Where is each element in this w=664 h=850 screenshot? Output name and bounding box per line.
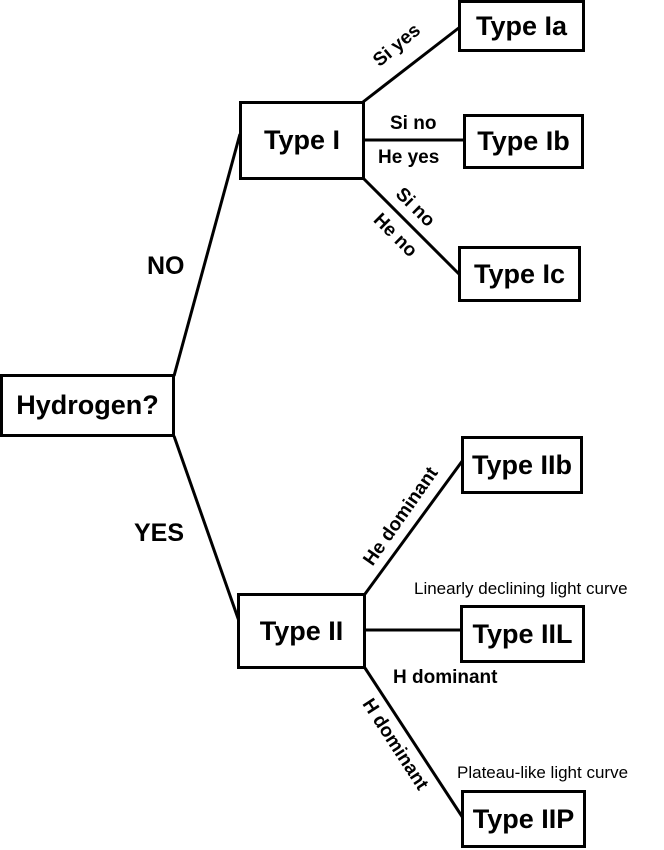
- type-i-node: Type I: [239, 101, 365, 180]
- yes-branch-label: YES: [134, 519, 185, 547]
- si-no-edge-label: Si no: [390, 113, 437, 134]
- linearly-declining-note: Linearly declining light curve: [414, 579, 628, 598]
- edge-type1-type1c: [361, 176, 462, 277]
- edge-root-type1: [172, 133, 242, 377]
- edge-type2-type2p: [363, 667, 465, 819]
- type-iib-node: Type IIb: [461, 436, 583, 494]
- he-yes-edge-label: He yes: [378, 147, 440, 168]
- edge-root-type2: [172, 435, 242, 625]
- type-ii-node: Type II: [237, 593, 366, 669]
- edge-type1-type1a: [362, 25, 461, 104]
- type-iil-node: Type IIL: [460, 605, 585, 663]
- type-ib-node: Type Ib: [463, 114, 584, 169]
- plateau-like-note: Plateau-like light curve: [457, 763, 629, 782]
- type-iip-node: Type IIP: [461, 790, 586, 848]
- edge-type2-type2b: [363, 459, 465, 595]
- no-branch-label: NO: [147, 252, 185, 280]
- hydrogen-question-node: Hydrogen?: [0, 374, 175, 437]
- type-ic-node: Type Ic: [458, 246, 581, 302]
- h-dominant-edge-label: H dominant: [393, 667, 498, 688]
- type-ia-node: Type Ia: [458, 0, 585, 52]
